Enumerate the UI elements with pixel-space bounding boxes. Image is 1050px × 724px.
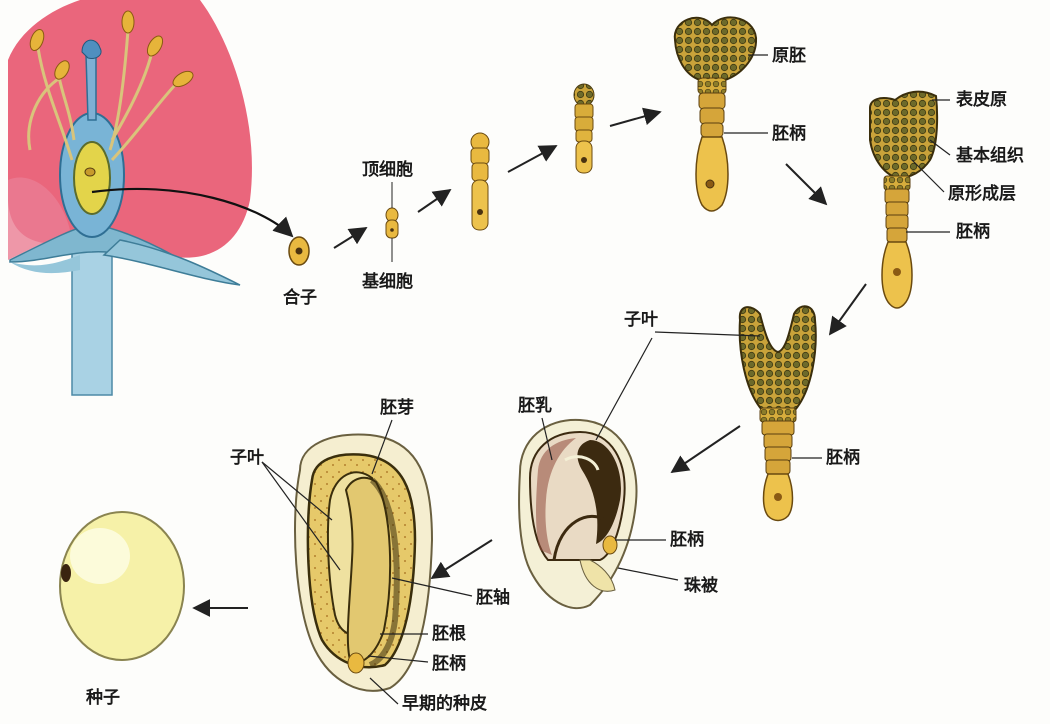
label-proembryo: 原胚 — [772, 46, 806, 66]
label-cotyledon: 子叶 — [624, 310, 658, 330]
label-suspensor: 胚柄 — [772, 124, 806, 144]
flower-illustration — [8, 0, 292, 395]
label-basal-cell: 基细胞 — [362, 272, 413, 292]
two-cell-proembryo — [386, 182, 398, 262]
label-protoderm: 表皮原 — [956, 90, 1007, 110]
label-zygote: 合子 — [283, 288, 317, 308]
label-hypocotyl: 胚轴 — [476, 588, 510, 608]
label-cotyledon: 子叶 — [230, 448, 264, 468]
filamentous-proembryo — [471, 133, 489, 230]
anther — [122, 11, 134, 33]
label-early-seed-coat: 早期的种皮 — [402, 694, 487, 714]
ovule — [74, 142, 110, 214]
label-radicle: 胚根 — [432, 624, 466, 644]
torpedo-stage-embryo — [655, 306, 822, 520]
globular-proembryo — [675, 17, 768, 211]
label-apical-cell: 顶细胞 — [362, 160, 413, 180]
early-proembryo — [574, 84, 594, 173]
heart-stage-embryo — [870, 92, 950, 308]
label-seed: 种子 — [86, 688, 120, 708]
label-suspensor: 胚柄 — [670, 530, 704, 550]
label-procambium: 原形成层 — [948, 184, 1016, 204]
developing-seed — [519, 338, 678, 608]
label-endosperm: 胚乳 — [518, 396, 552, 416]
zygote-figure — [289, 237, 309, 265]
label-suspensor: 胚柄 — [432, 654, 466, 674]
style — [86, 55, 96, 120]
flower-stem — [72, 250, 112, 395]
seed-figure — [60, 512, 184, 660]
label-suspensor: 胚柄 — [956, 222, 990, 242]
label-plumule: 胚芽 — [380, 398, 414, 418]
label-integument: 珠被 — [684, 576, 718, 596]
label-suspensor: 胚柄 — [826, 448, 860, 468]
label-ground-meristem: 基本组织 — [956, 146, 1024, 166]
